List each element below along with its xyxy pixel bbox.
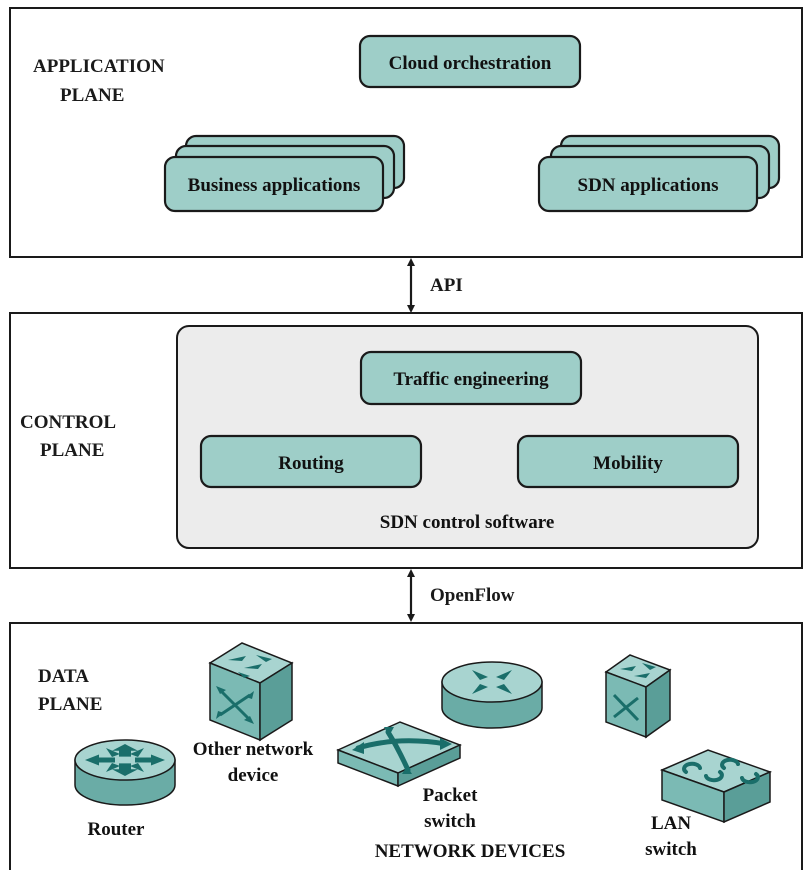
other-network-device-icon — [208, 642, 294, 742]
sdn-applications-label: SDN applications — [578, 175, 719, 196]
business-applications-label: Business applications — [188, 175, 361, 196]
mobility-box: Mobility — [516, 434, 740, 489]
control-plane: CONTROL PLANE Traffic engineering Routin… — [9, 312, 803, 569]
router-label: Router — [88, 819, 146, 840]
data-plane-label-line1: DATA — [38, 666, 89, 687]
data-plane: DATA PLANE Router — [9, 622, 803, 870]
network-devices-label: NETWORK DEVICES — [375, 841, 566, 862]
network-device-cube-icon — [604, 654, 672, 739]
openflow-label: OpenFlow — [430, 585, 515, 606]
application-plane-label-line2: PLANE — [60, 85, 124, 106]
packet-switch-icon — [336, 721, 462, 788]
lan-switch-label-line1: LAN — [651, 813, 691, 834]
other-network-device-label-line1: Other network — [193, 739, 314, 760]
cloud-orchestration-box: Cloud orchestration — [358, 34, 582, 89]
traffic-engineering-label: Traffic engineering — [393, 369, 549, 390]
traffic-engineering-box: Traffic engineering — [359, 350, 583, 406]
mobility-label: Mobility — [593, 453, 663, 474]
application-plane-label-line1: APPLICATION — [33, 56, 165, 77]
other-network-device-label-line2: device — [228, 765, 279, 786]
openflow-connector: OpenFlow — [407, 569, 515, 622]
data-plane-label-line2: PLANE — [38, 694, 102, 715]
control-plane-label-line1: CONTROL — [20, 412, 116, 433]
packet-switch-label-line1: Packet — [423, 785, 479, 806]
sdn-control-software-label: SDN control software — [380, 512, 555, 533]
routing-box: Routing — [199, 434, 423, 489]
router-icon — [74, 739, 176, 806]
control-plane-label-line2: PLANE — [40, 440, 104, 461]
business-applications-stack: Business applications — [163, 134, 406, 213]
packet-switch-label-line2: switch — [424, 811, 476, 832]
routing-label: Routing — [278, 453, 344, 474]
sdn-control-software-panel — [176, 325, 759, 549]
api-label: API — [430, 275, 463, 296]
lan-switch-label-line2: switch — [645, 839, 697, 860]
sdn-applications-stack: SDN applications — [537, 134, 781, 213]
application-plane: APPLICATION PLANE Cloud orchestration Bu… — [9, 7, 803, 258]
api-connector: API — [407, 258, 463, 313]
router-icon-center — [441, 661, 543, 729]
lan-switch-icon — [659, 749, 773, 824]
cloud-orchestration-label: Cloud orchestration — [389, 53, 552, 74]
